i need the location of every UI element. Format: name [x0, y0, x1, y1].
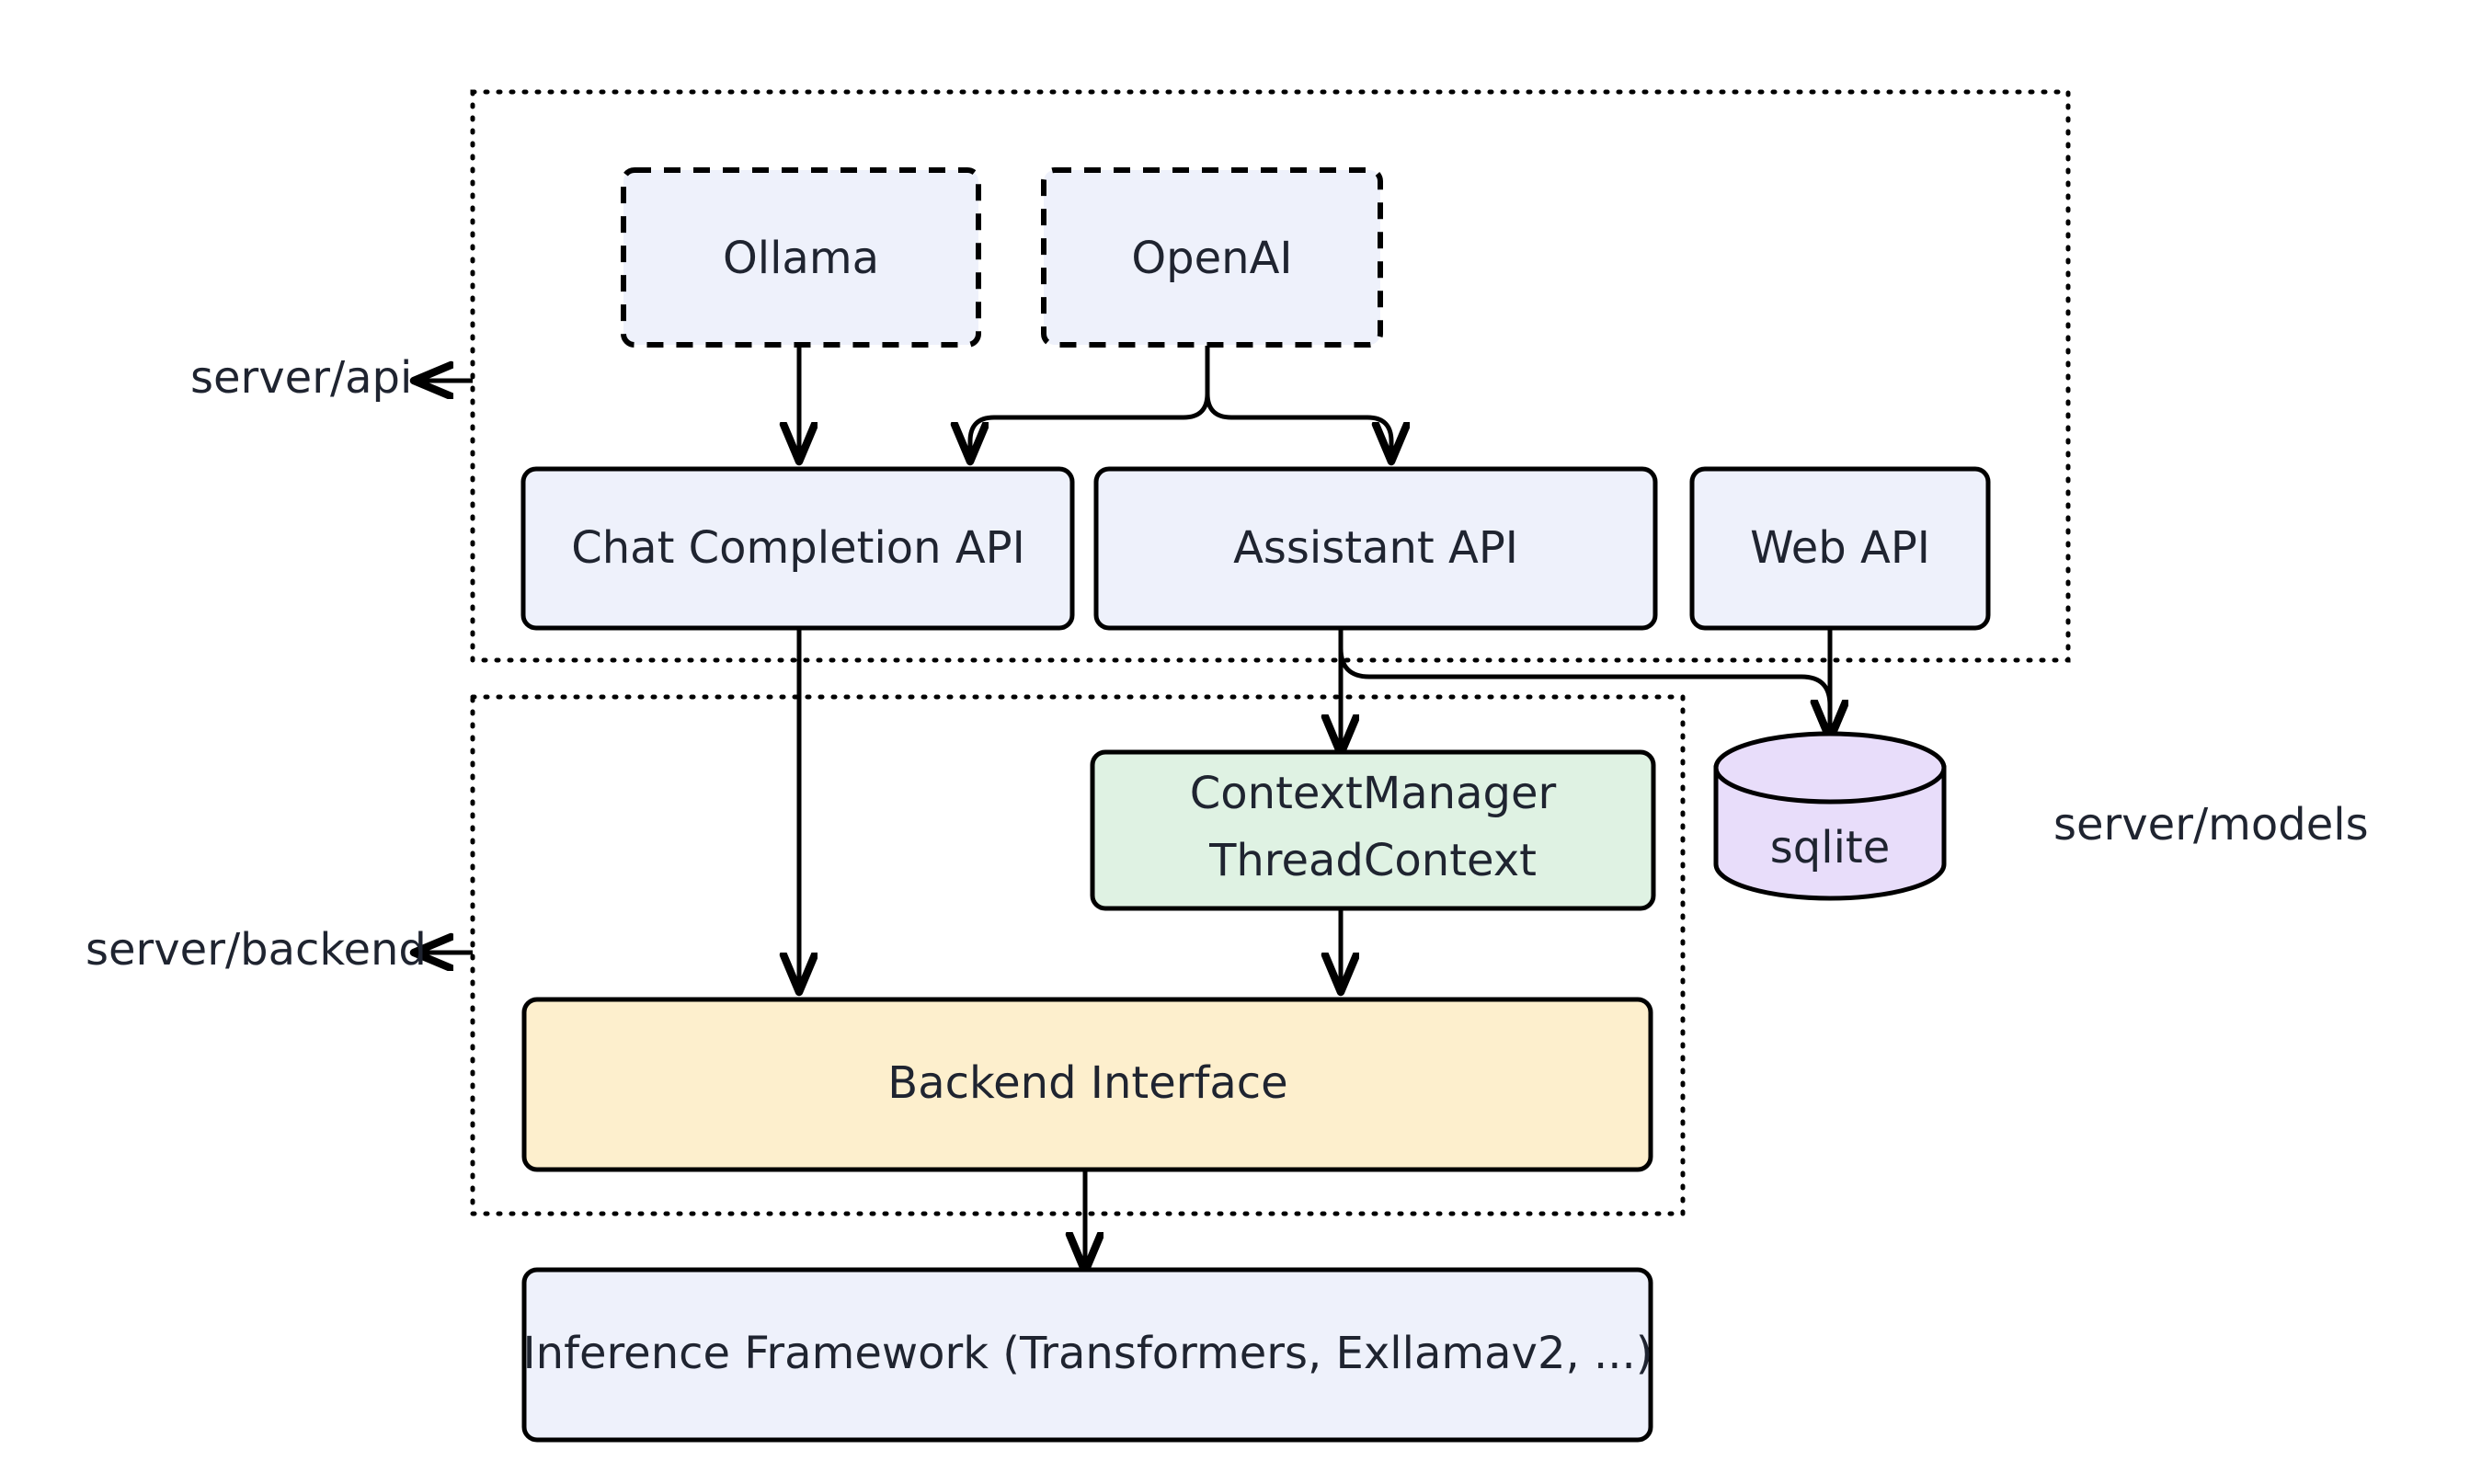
- node-web-api-shape[interactable]: [1689, 466, 1991, 631]
- node-backend-interface-label: Backend Interface: [887, 1057, 1287, 1109]
- node-assistant-api[interactable]: Assistant API: [1093, 466, 1658, 631]
- node-backend-interface-shape[interactable]: [521, 997, 1653, 1172]
- node-assistant-api-label: Assistant API: [1233, 522, 1518, 574]
- node-context-manager-label-line1: ContextManager: [1190, 768, 1557, 819]
- node-chat-completion-api[interactable]: Chat Completion API: [520, 466, 1075, 631]
- cluster-label-server-api: server/api: [190, 352, 412, 404]
- edge-openai-to-chat-completion-api: [970, 346, 1210, 460]
- node-chat-completion-api-label: Chat Completion API: [571, 522, 1025, 574]
- node-ollama-label: Ollama: [723, 233, 879, 284]
- node-context-manager[interactable]: ContextManager ThreadContext: [1090, 749, 1656, 911]
- node-openai-shape[interactable]: [1041, 167, 1383, 348]
- node-sqlite-label: sqlite: [1770, 822, 1891, 873]
- node-chat-completion-api-shape[interactable]: [520, 466, 1075, 631]
- node-ollama[interactable]: Ollama: [621, 167, 981, 348]
- node-assistant-api-shape[interactable]: [1093, 466, 1658, 631]
- cluster-server-backend: [470, 694, 1686, 1216]
- node-sqlite[interactable]: sqlite: [1713, 731, 1947, 901]
- node-sqlite-top[interactable]: [1713, 731, 1947, 805]
- node-context-manager-label-line2: ThreadContext: [1208, 835, 1537, 886]
- edge-openai-to-assistant-api: [1205, 346, 1391, 460]
- node-ollama-shape[interactable]: [621, 167, 981, 348]
- node-inference-framework-shape[interactable]: [521, 1267, 1653, 1443]
- node-openai[interactable]: OpenAI: [1041, 167, 1383, 348]
- node-context-manager-shape[interactable]: [1090, 749, 1656, 911]
- cluster-label-server-backend: server/backend: [86, 924, 427, 976]
- node-web-api-label: Web API: [1750, 522, 1930, 574]
- node-sqlite-body[interactable]: [1713, 765, 1947, 901]
- cluster-server-api: [470, 89, 2071, 663]
- node-backend-interface[interactable]: Backend Interface: [521, 997, 1653, 1172]
- node-openai-label: OpenAI: [1131, 233, 1292, 284]
- label-server-models: server/models: [2053, 799, 2369, 850]
- node-web-api[interactable]: Web API: [1689, 466, 1991, 631]
- node-inference-framework[interactable]: Inference Framework (Transformers, Exlla…: [521, 1267, 1653, 1443]
- node-inference-framework-label: Inference Framework (Transformers, Exlla…: [522, 1328, 1652, 1379]
